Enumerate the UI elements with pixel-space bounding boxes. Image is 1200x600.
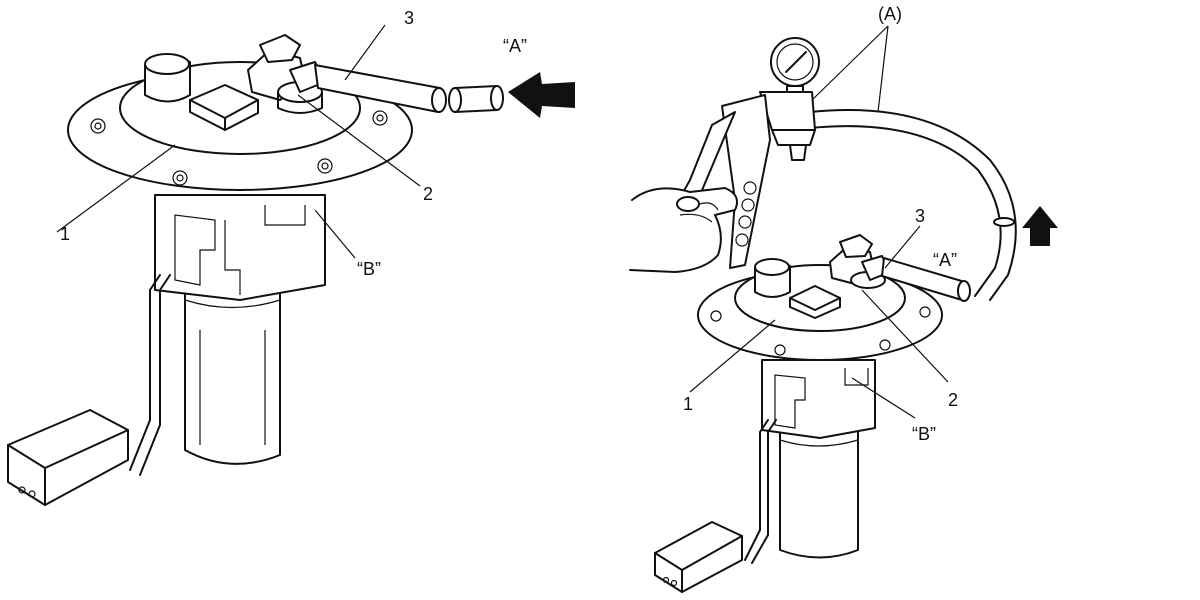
left-callout-3: 3	[404, 8, 414, 28]
right-callout-1: 1	[683, 394, 693, 414]
right-fuel-pump-assembly	[629, 25, 1058, 593]
right-callout-3: 3	[915, 206, 925, 226]
left-fuel-pump-assembly	[7, 24, 575, 506]
tool-label-A: (A)	[878, 4, 902, 24]
left-label-B: “B”	[357, 259, 381, 279]
left-air-arrow	[508, 72, 575, 118]
left-callout-1: 1	[60, 224, 70, 244]
right-callout-2: 2	[948, 390, 958, 410]
right-air-arrow	[1022, 206, 1058, 246]
left-float	[7, 409, 129, 506]
right-label-B: “B”	[912, 424, 936, 444]
operator-hand	[629, 187, 738, 273]
right-float	[654, 521, 743, 593]
left-label-A: “A”	[503, 36, 527, 56]
left-callout-2: 2	[423, 184, 433, 204]
right-label-A: “A”	[933, 250, 957, 270]
